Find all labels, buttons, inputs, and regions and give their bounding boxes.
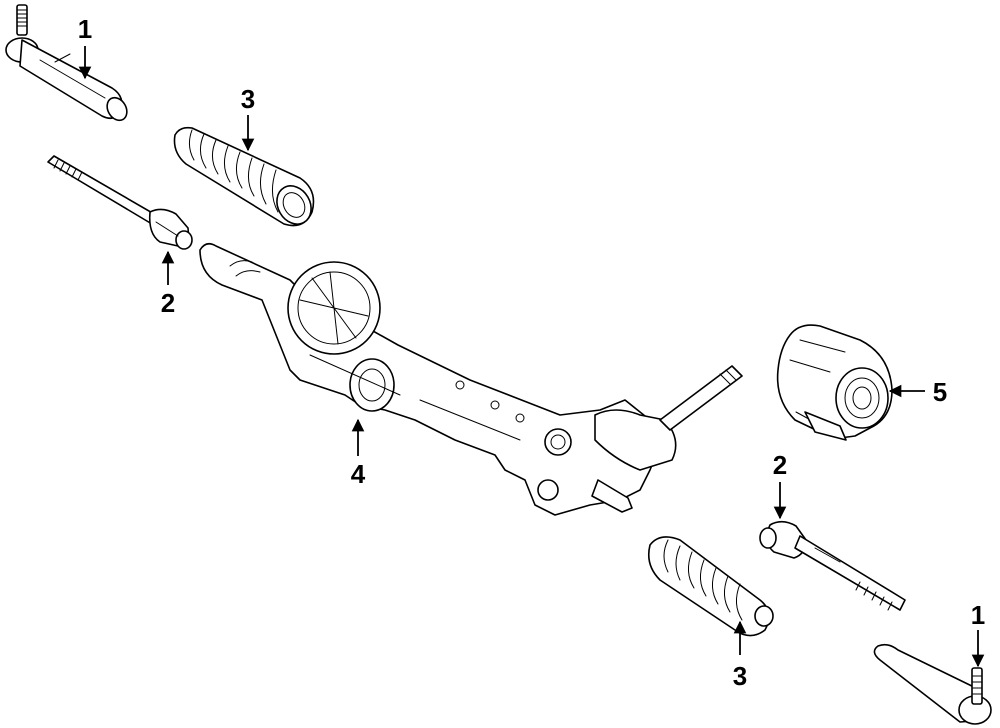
steering-gear-rack [199, 242, 743, 516]
callout-2-right: 2 [773, 450, 787, 480]
callout-2-left: 2 [161, 288, 175, 318]
callout-5: 5 [933, 377, 947, 407]
callout-labels: 1 3 2 4 5 2 3 1 [78, 14, 985, 691]
callout-1-right: 1 [971, 600, 985, 630]
callout-3-right: 3 [733, 661, 747, 691]
callout-1-left: 1 [78, 14, 92, 44]
callout-3-left: 3 [241, 84, 255, 114]
boot-right [647, 536, 774, 637]
inner-tie-rod-left [47, 155, 193, 250]
inner-tie-rod-right [759, 520, 906, 611]
callout-leaders [78, 46, 985, 668]
callout-4: 4 [351, 459, 366, 489]
boot-left [173, 126, 315, 227]
tie-rod-end-right [873, 643, 992, 725]
tie-rod-end-left [5, 4, 128, 122]
motor-unit [776, 324, 893, 441]
